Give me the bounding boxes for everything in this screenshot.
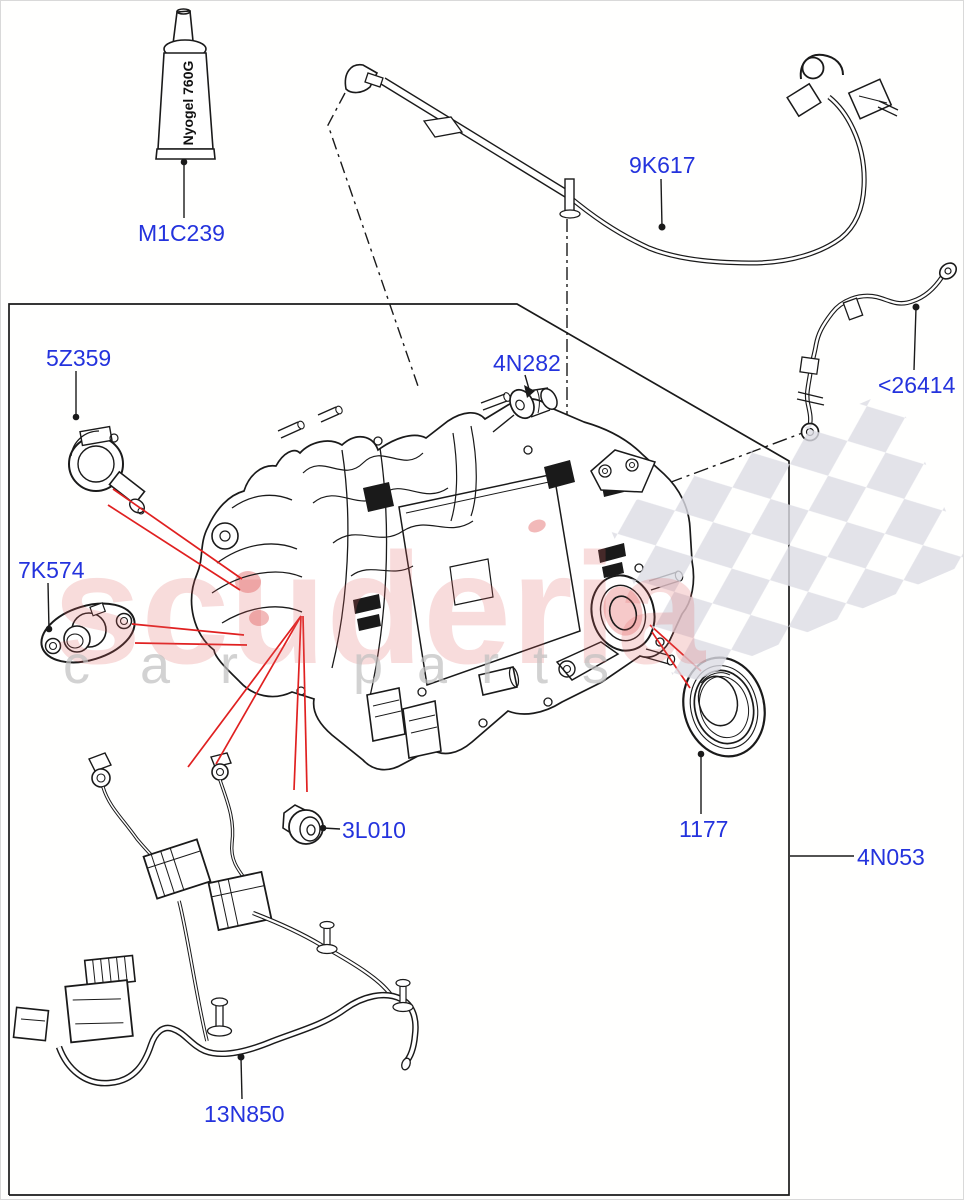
oil-seal-drawing <box>682 656 766 758</box>
tube-print-text: Nyogel 760G <box>180 60 196 145</box>
checkered-flag-pattern <box>604 389 963 688</box>
part-label-26414[interactable]: <26414 <box>878 372 956 398</box>
kit-box-outline <box>8 303 790 1196</box>
part-label-9K617[interactable]: 9K617 <box>629 152 696 178</box>
watermark-sub-text-2: parts <box>353 635 643 695</box>
label-leader-lines <box>45 158 920 1100</box>
part-label-4N282[interactable]: 4N282 <box>493 350 561 376</box>
part-label-3L010[interactable]: 3L010 <box>342 817 406 843</box>
drive-unit-assembly-drawing <box>190 392 695 771</box>
watermark-brand-text: scuderia <box>53 521 706 697</box>
part-label-4N053[interactable]: 4N053 <box>857 844 925 870</box>
part-label-7K574[interactable]: 7K574 <box>18 557 85 583</box>
battery-cable-drawing <box>796 262 958 442</box>
part-label-M1C239[interactable]: M1C239 <box>138 220 225 246</box>
watermark: scuderia car parts <box>53 389 963 697</box>
grease-tube-drawing: Nyogel 760G <box>155 8 216 160</box>
part-label-13N850[interactable]: 13N850 <box>204 1101 285 1127</box>
drain-plug-drawing <box>282 804 324 845</box>
cooling-pipe-drawing <box>344 53 899 266</box>
mount-flange-drawing <box>40 602 136 664</box>
wiring-harness-drawing <box>12 752 419 1087</box>
breather-drawing <box>68 425 146 515</box>
watermark-sub-text-1: car <box>63 635 288 695</box>
part-label-1177[interactable]: 1177 <box>679 816 729 842</box>
part-label-5Z359[interactable]: 5Z359 <box>46 345 112 371</box>
